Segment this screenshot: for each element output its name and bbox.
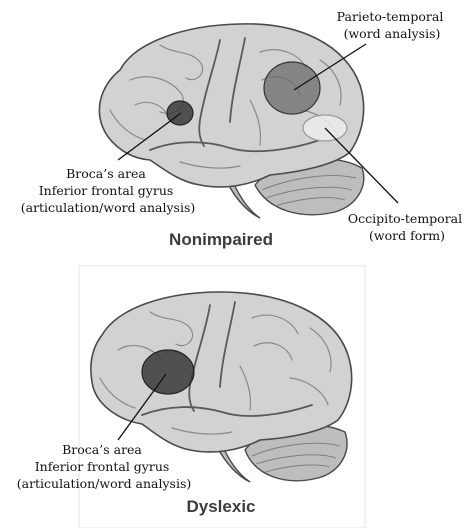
parieto-temporal-region (263, 61, 321, 115)
dyslexic-brain (90, 291, 353, 483)
nonimpaired-caption: Nonimpaired (169, 230, 273, 249)
brocas-area-region (141, 349, 195, 395)
dyslexic-caption: Dyslexic (187, 497, 256, 516)
parieto-leader-line (293, 43, 367, 91)
occipito-label: Occipito-temporal (word form) (348, 211, 466, 243)
bottom-panel-frame (78, 265, 366, 528)
broca-leader-line-bottom (117, 373, 167, 441)
parieto-label: Parieto-temporal (word analysis) (337, 9, 448, 41)
occipito-leader-line (324, 127, 399, 204)
broca-leader-line-top (117, 112, 182, 161)
broca-label-top: Broca’s area Inferior frontal gyrus (art… (21, 166, 196, 215)
broca-label-bottom: Broca’s area Inferior frontal gyrus (art… (17, 442, 192, 491)
